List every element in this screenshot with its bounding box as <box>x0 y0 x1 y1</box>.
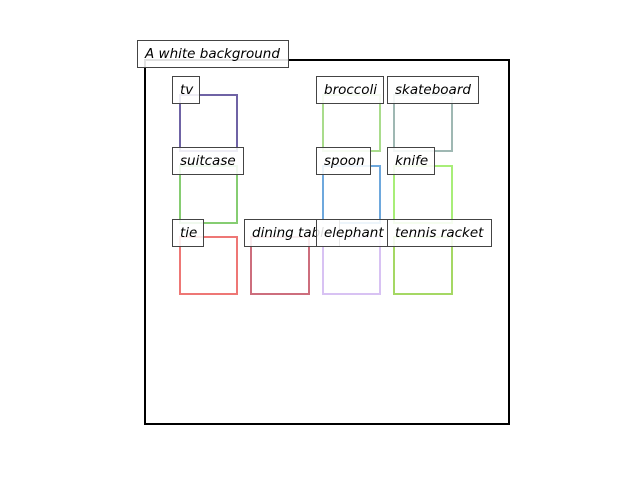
broccoli-label: broccoli <box>316 76 384 104</box>
suitcase-label: suitcase <box>172 147 244 175</box>
tv-label: tv <box>172 76 200 104</box>
tennis-racket-label: tennis racket <box>387 219 492 247</box>
elephant-label: elephant <box>316 219 388 247</box>
canvas-frame <box>144 59 510 425</box>
spoon-label: spoon <box>316 147 371 175</box>
tie-label: tie <box>172 219 204 247</box>
tie-box <box>179 236 238 295</box>
caption-label: A white background <box>137 40 289 68</box>
knife-label: knife <box>387 147 435 175</box>
skateboard-label: skateboard <box>387 76 479 104</box>
